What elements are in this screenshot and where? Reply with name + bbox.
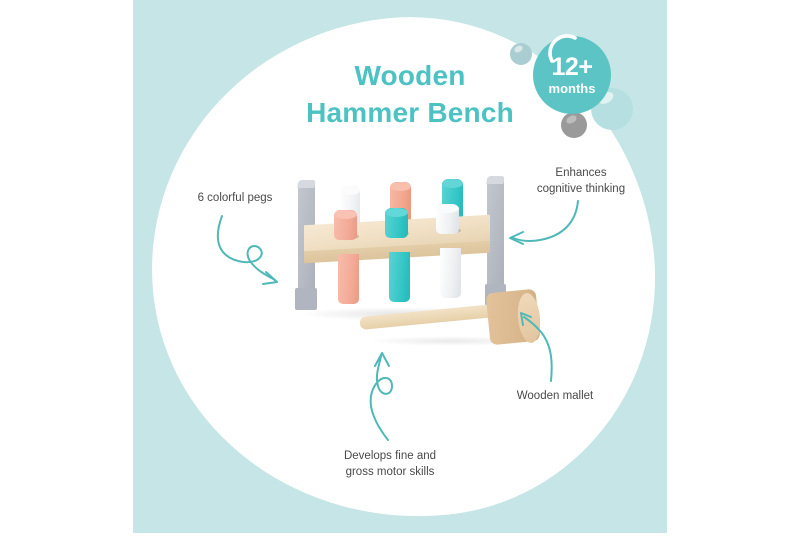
bubble-gray-icon — [561, 112, 587, 138]
badge-arc-icon — [548, 34, 577, 63]
peg-front-center — [385, 208, 408, 238]
callout-mallet: Wooden mallet — [500, 389, 610, 405]
bench-leg-left-foot — [295, 288, 317, 310]
peg-below-right — [440, 248, 461, 298]
age-badge: 12+ months — [498, 25, 648, 145]
callout-pegs-label: 6 colorful pegs — [197, 192, 273, 204]
peg-back-left-cap — [340, 186, 360, 195]
wooden-mallet-illustration — [359, 288, 545, 350]
mallet-handle — [359, 302, 508, 330]
callout-motor-line-2: gross motor skills — [345, 465, 435, 478]
title-line-2: Hammer Bench — [306, 96, 514, 128]
age-badge-circle: 12+ months — [533, 36, 611, 114]
mallet-shadow — [366, 336, 536, 346]
bench-leg-right — [487, 178, 504, 304]
peg-below-center — [389, 252, 410, 302]
callout-cognitive-line-1: Enhances — [555, 167, 607, 179]
bench-leg-left-top — [297, 180, 316, 188]
page-title: Wooden Hammer Bench — [250, 58, 570, 132]
bench-leg-right-top — [486, 176, 505, 184]
hammer-bench-illustration — [282, 168, 522, 328]
bubble-teal-gray-icon — [510, 43, 532, 65]
peg-front-right-cap — [436, 204, 459, 213]
peg-back-right-cap — [442, 179, 463, 188]
peg-front-right — [436, 204, 459, 234]
age-badge-number: 12+ — [551, 53, 593, 81]
callout-cognitive: Enhances cognitive thinking — [516, 166, 646, 197]
age-badge-unit: months — [548, 81, 596, 96]
callout-motor-line-1: Develops fine and — [343, 450, 437, 462]
callout-pegs: 6 colorful pegs — [180, 191, 290, 207]
peg-below-left — [338, 254, 359, 304]
peg-back-center-cap — [390, 182, 411, 191]
callout-motor: Develops fine and gross motor skills — [320, 449, 460, 480]
peg-front-left-cap — [334, 210, 357, 219]
peg-front-left — [334, 210, 357, 240]
title-line-1: Wooden — [354, 60, 466, 91]
callout-cognitive-line-2: cognitive thinking — [536, 182, 626, 195]
callout-mallet-label: Wooden mallet — [516, 390, 594, 402]
peg-front-center-cap — [385, 208, 408, 217]
